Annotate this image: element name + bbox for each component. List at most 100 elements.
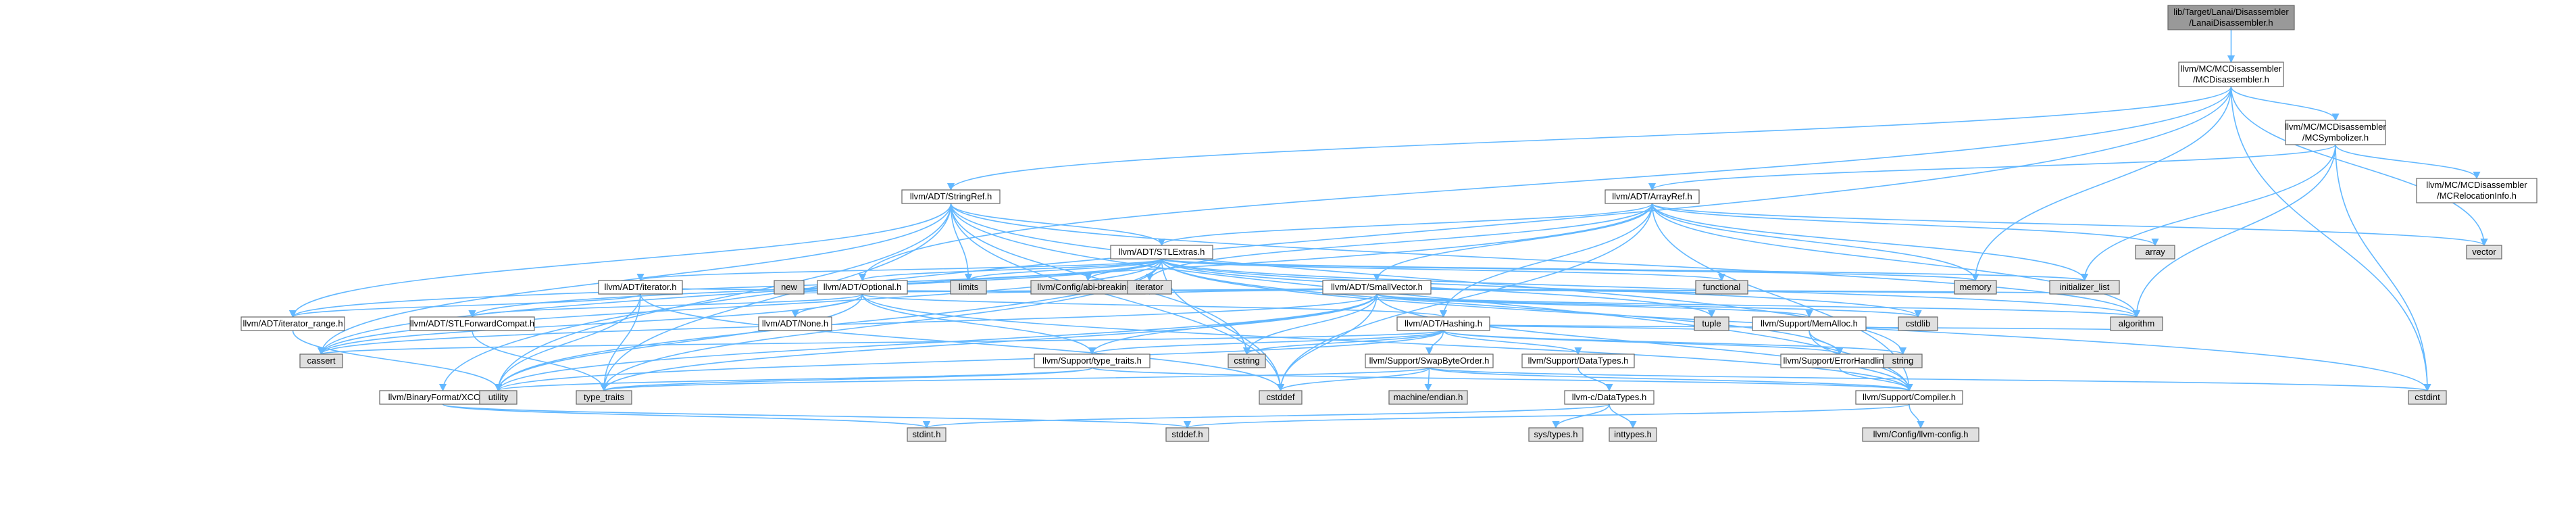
node-swapbyte-label-0: llvm/Support/SwapByteOrder.h	[1369, 356, 1490, 366]
edge-hashing-to-errorhandling	[1442, 330, 1844, 356]
node-compiler[interactable]: llvm/Support/Compiler.h	[1855, 390, 1963, 405]
node-arrayref-label-0: llvm/ADT/ArrayRef.h	[1612, 191, 1692, 201]
node-root-label-1: /LanaiDisassembler.h	[2189, 18, 2273, 28]
edge-stringref-to-typetraitsstd	[600, 203, 952, 392]
edge-stlextras-to-algorithm	[1161, 258, 2140, 318]
node-initlist: initializer_list	[2049, 280, 2120, 295]
node-stdint-label-0: stdint.h	[913, 429, 941, 439]
node-stringref[interactable]: llvm/ADT/StringRef.h	[901, 189, 1001, 204]
edge-iterrange-to-utility	[292, 330, 503, 392]
node-errorhandling[interactable]: llvm/Support/ErrorHandling.h	[1780, 353, 1899, 368]
edge-hashing-to-typetraits	[1088, 330, 1444, 356]
node-functional-label-0: functional	[1703, 282, 1741, 292]
node-memalloc[interactable]: llvm/Support/MemAlloc.h	[1752, 316, 1867, 331]
node-iteratorh[interactable]: llvm/ADT/iterator.h	[598, 280, 683, 295]
node-string-label-0: string	[1892, 356, 1914, 366]
node-llvmconfig-box	[1862, 427, 1979, 442]
edge-stlfwd-to-typetraitsstd	[472, 330, 608, 392]
node-stlfwd-box	[409, 316, 535, 331]
node-arrayref[interactable]: llvm/ADT/ArrayRef.h	[1605, 189, 1700, 204]
edge-stringref-to-cassert	[317, 203, 952, 356]
node-algorithm: algorithm	[2110, 316, 2163, 331]
edge-memalloc-to-errorhandling	[1809, 330, 1844, 356]
node-functional-box	[1695, 280, 1748, 295]
node-memory: memory	[1954, 280, 1997, 295]
edge-smallvector-to-cassert	[318, 293, 1378, 356]
node-mcdisasm-label-0: llvm/MC/MCDisassembler	[2181, 64, 2282, 74]
edge-arrayref-to-stlextras	[1158, 203, 1653, 247]
node-smallvector-box	[1322, 280, 1432, 295]
node-mcreloc-label-1: /MCRelocationInfo.h	[2437, 191, 2517, 201]
node-iteratorh-box	[598, 280, 683, 295]
node-inttypes-box	[1609, 427, 1657, 442]
edge-hashing-to-cassert	[318, 330, 1444, 356]
node-hashing-box	[1396, 316, 1490, 331]
node-stdint: stdint.h	[907, 427, 946, 442]
node-utility: utility	[479, 390, 517, 405]
node-mcsym-label-0: llvm/MC/MCDisassembler	[2285, 122, 2386, 132]
edge-iteratorh-to-utility	[494, 293, 641, 392]
node-abibreak: llvm/Config/abi-breaking.h	[1030, 280, 1146, 295]
node-cstdint-box	[2408, 390, 2447, 405]
node-optional[interactable]: llvm/ADT/Optional.h	[817, 280, 908, 295]
edge-mcdisasm-to-vector	[2230, 86, 2488, 247]
node-root-box	[2167, 5, 2295, 30]
edge-stringref-to-string	[950, 203, 1906, 356]
node-limits-label-0: limits	[959, 282, 979, 292]
edge-optional-to-cassert	[318, 293, 863, 356]
node-vector-box	[2466, 245, 2502, 260]
node-initlist-label-0: initializer_list	[2060, 282, 2110, 292]
node-mcsym[interactable]: llvm/MC/MCDisassembler/MCSymbolizer.h	[2285, 120, 2386, 145]
edge-optional-to-typetraits	[861, 293, 1096, 356]
node-typetraits[interactable]: llvm/Support/type_traits.h	[1034, 353, 1151, 368]
edge-typetraits-to-compiler	[1091, 367, 1913, 392]
node-string-box	[1883, 353, 1923, 368]
node-utility-label-0: utility	[488, 392, 509, 402]
node-cdatatypes[interactable]: llvm-c/DataTypes.h	[1564, 390, 1655, 405]
node-systypes-box	[1528, 427, 1584, 442]
edge-optional-to-stlfwd	[468, 293, 863, 318]
edge-mcsym-to-cstdint	[2335, 144, 2431, 392]
node-iterrange[interactable]: llvm/ADT/iterator_range.h	[241, 316, 345, 331]
node-stlfwd[interactable]: llvm/ADT/STLForwardCompat.h	[409, 316, 535, 331]
edge-mcsym-to-arrayref	[1648, 144, 2336, 191]
edge-hashing-to-swapbyte	[1425, 330, 1444, 356]
edge-arrayref-to-vector	[1651, 203, 2488, 247]
node-smallvector[interactable]: llvm/ADT/SmallVector.h	[1322, 280, 1432, 295]
node-functional: functional	[1695, 280, 1748, 295]
node-swapbyte[interactable]: llvm/Support/SwapByteOrder.h	[1365, 353, 1494, 368]
node-stddefh-box	[1165, 427, 1209, 442]
node-stringref-label-0: llvm/ADT/StringRef.h	[910, 191, 992, 201]
node-noneh[interactable]: llvm/ADT/None.h	[758, 316, 832, 331]
node-datatypes[interactable]: llvm/Support/DataTypes.h	[1521, 353, 1635, 368]
node-llvmconfig-label-0: llvm/Config/llvm-config.h	[1873, 429, 1969, 439]
node-stddefh-label-0: stddef.h	[1171, 429, 1203, 439]
edge-mcsym-to-mcreloc	[2335, 144, 2481, 180]
node-datatypes-label-0: llvm/Support/DataTypes.h	[1528, 356, 1629, 366]
node-root[interactable]: lib/Target/Lanai/Disassembler/LanaiDisas…	[2167, 5, 2295, 30]
node-mcsym-box	[2285, 120, 2386, 145]
node-hashing[interactable]: llvm/ADT/Hashing.h	[1396, 316, 1490, 331]
edge-stlextras-to-memory	[1161, 258, 1979, 282]
node-typetraits-label-0: llvm/Support/type_traits.h	[1042, 356, 1142, 366]
node-string: string	[1883, 353, 1923, 368]
node-mcreloc[interactable]: llvm/MC/MCDisassembler/MCRelocationInfo.…	[2416, 178, 2537, 203]
node-cstddef-box	[1259, 390, 1303, 405]
node-iterator: iterator	[1127, 280, 1172, 295]
node-mcdisasm[interactable]: llvm/MC/MCDisassembler/MCDisassembler.h	[2178, 62, 2284, 87]
edge-arrayref-to-array	[1651, 203, 2159, 247]
edge-mcdisasm-to-memory	[1971, 86, 2232, 282]
node-xcoff[interactable]: llvm/BinaryFormat/XCOFF.h	[379, 390, 507, 405]
node-systypes: sys/types.h	[1528, 427, 1584, 442]
edge-mcsym-to-initlist	[2080, 144, 2336, 282]
node-stlextras[interactable]: llvm/ADT/STLExtras.h	[1110, 245, 1213, 260]
node-machendian: machine/endian.h	[1388, 390, 1468, 405]
edge-smallvector-to-cstring	[1242, 293, 1378, 356]
node-mcdisasm-label-1: /MCDisassembler.h	[2193, 74, 2269, 84]
edge-stlextras-to-errorhandling	[1161, 258, 1844, 356]
edge-arrayref-to-algorithm	[1651, 203, 2141, 318]
node-array-label-0: array	[2145, 247, 2165, 257]
node-stdint-box	[907, 427, 946, 442]
node-cdatatypes-box	[1564, 390, 1655, 405]
edge-smallvector-to-utility	[495, 293, 1378, 392]
